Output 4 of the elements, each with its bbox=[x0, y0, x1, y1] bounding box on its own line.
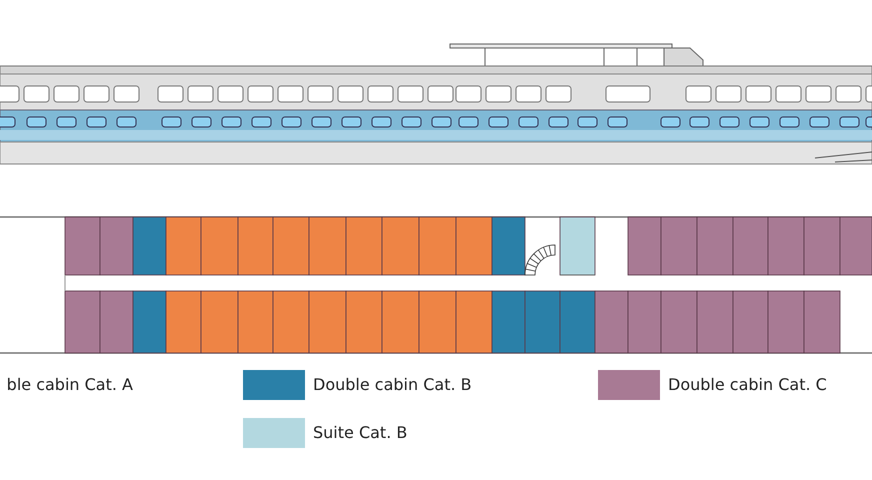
legend-label: Suite Cat. B bbox=[313, 423, 408, 443]
legend-label: Double cabin Cat. C bbox=[668, 375, 827, 395]
legend-label: ble cabin Cat. A bbox=[6, 375, 133, 395]
legend-label: Double cabin Cat. B bbox=[313, 375, 472, 395]
